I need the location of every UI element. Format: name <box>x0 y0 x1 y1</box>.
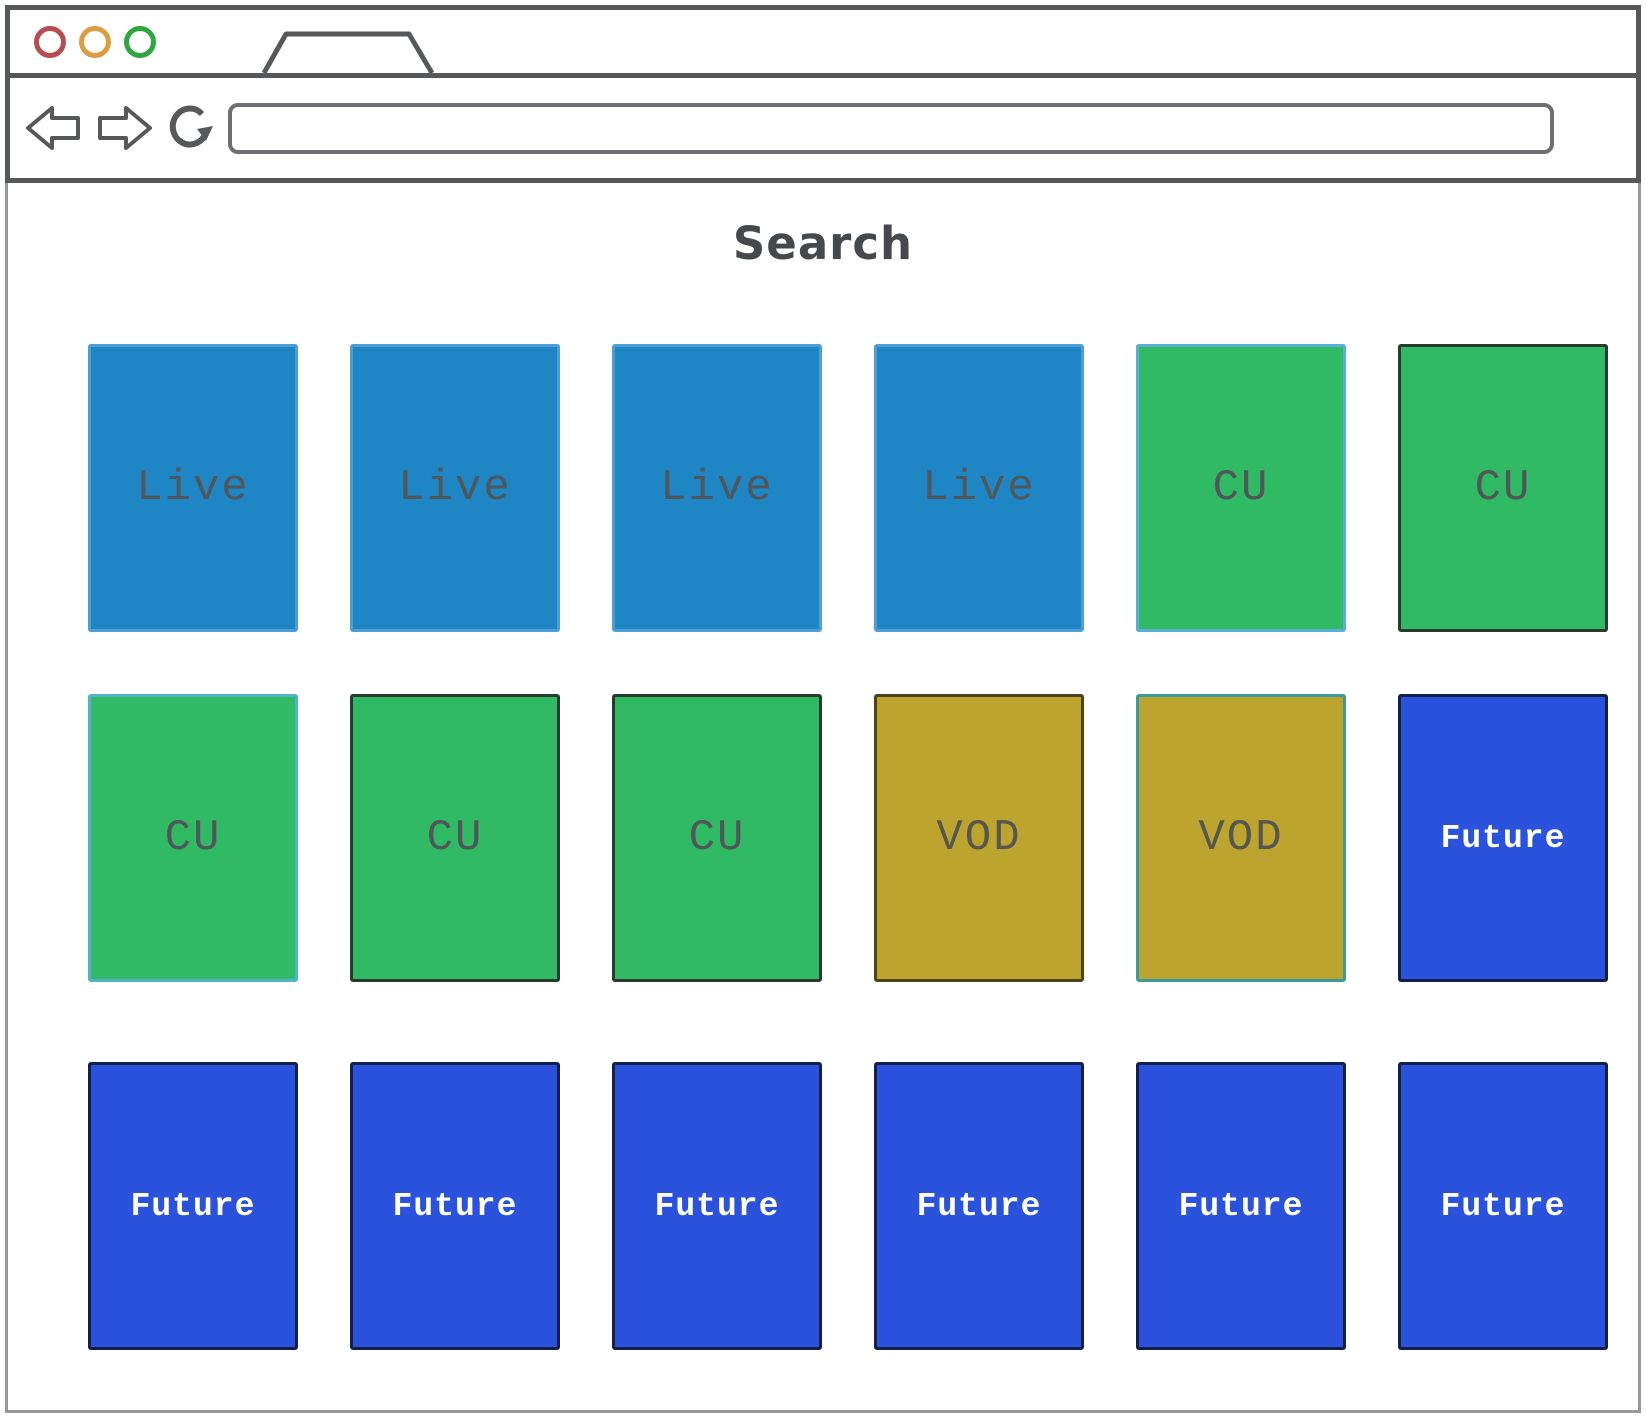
card-future-r2-c6[interactable]: Future <box>1398 694 1608 982</box>
card-label: Live <box>136 463 250 513</box>
window-close-button[interactable] <box>34 25 66 58</box>
card-future-r3-c1[interactable]: Future <box>88 1062 298 1350</box>
back-arrow-icon <box>26 106 80 150</box>
card-label: Future <box>916 1187 1042 1225</box>
card-cu-r2-c3[interactable]: CU <box>612 694 822 982</box>
back-button[interactable] <box>24 103 82 153</box>
card-label: Live <box>398 463 512 513</box>
card-vod-r2-c5[interactable]: VOD <box>1136 694 1346 982</box>
card-label: Future <box>1440 1187 1566 1225</box>
browser-navbar <box>5 78 1641 183</box>
card-live-r1-c4[interactable]: Live <box>874 344 1084 632</box>
card-live-r1-c1[interactable]: Live <box>88 344 298 632</box>
card-label: Future <box>392 1187 518 1225</box>
card-cu-r2-c1[interactable]: CU <box>88 694 298 982</box>
card-row-2: CU CU CU VOD VOD Future <box>88 694 1638 982</box>
card-future-r3-c3[interactable]: Future <box>612 1062 822 1350</box>
card-future-r3-c6[interactable]: Future <box>1398 1062 1608 1350</box>
card-live-r1-c3[interactable]: Live <box>612 344 822 632</box>
card-cu-r1-c5[interactable]: CU <box>1136 344 1346 632</box>
window-minimize-button[interactable] <box>79 25 111 58</box>
card-label: Live <box>660 463 774 513</box>
reload-button[interactable] <box>168 101 216 155</box>
card-future-r3-c2[interactable]: Future <box>350 1062 560 1350</box>
reload-icon <box>169 105 213 148</box>
forward-arrow-icon <box>98 106 152 150</box>
card-label: VOD <box>1198 813 1284 863</box>
card-cu-r1-c6[interactable]: CU <box>1398 344 1608 632</box>
card-label: CU <box>426 813 484 863</box>
card-label: Future <box>1440 819 1566 857</box>
browser-titlebar <box>5 5 1641 78</box>
card-label: CU <box>1474 463 1532 513</box>
card-label: CU <box>1212 463 1270 513</box>
card-label: VOD <box>936 813 1022 863</box>
card-label: CU <box>688 813 746 863</box>
card-label: Live <box>922 463 1036 513</box>
card-cu-r2-c2[interactable]: CU <box>350 694 560 982</box>
browser-tab[interactable] <box>262 31 434 73</box>
card-row-3: Future Future Future Future Future Future <box>88 1062 1638 1350</box>
card-row-1: Live Live Live Live CU CU <box>88 344 1638 632</box>
window-controls <box>34 25 156 58</box>
card-future-r3-c5[interactable]: Future <box>1136 1062 1346 1350</box>
url-bar[interactable] <box>228 102 1554 154</box>
card-label: Future <box>654 1187 780 1225</box>
page-title: Search <box>732 217 914 270</box>
card-label: CU <box>164 813 222 863</box>
window-maximize-button[interactable] <box>124 25 156 58</box>
card-label: Future <box>130 1187 256 1225</box>
card-vod-r2-c4[interactable]: VOD <box>874 694 1084 982</box>
card-future-r3-c4[interactable]: Future <box>874 1062 1084 1350</box>
forward-button[interactable] <box>96 103 154 153</box>
card-live-r1-c2[interactable]: Live <box>350 344 560 632</box>
card-label: Future <box>1178 1187 1304 1225</box>
